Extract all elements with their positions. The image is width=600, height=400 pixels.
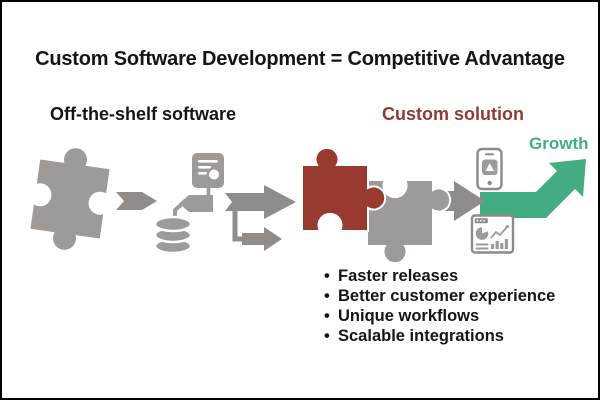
growth-arrow-icon [480, 159, 586, 218]
benefit-item: Unique workflows [324, 306, 555, 326]
benefit-item: Scalable integrations [324, 326, 555, 346]
branch-arrow-icon [225, 185, 296, 251]
puzzle-piece-icon [30, 148, 110, 250]
database-icon [153, 215, 193, 255]
benefits-list: Faster releases Better customer experien… [324, 266, 555, 346]
document-icon [192, 153, 224, 188]
chevron-arrow-icon [116, 192, 157, 210]
flow-connector [173, 188, 213, 219]
analytics-dashboard-icon [470, 214, 515, 254]
red-puzzle-piece-icon [301, 146, 387, 232]
benefit-item: Faster releases [324, 266, 555, 286]
page-title: Custom Software Development = Competitiv… [35, 48, 565, 70]
smartphone-app-icon [476, 147, 503, 191]
growth-label: Growth [529, 134, 589, 153]
benefit-item: Better customer experience [324, 286, 555, 306]
left-section-label: Off-the-shelf software [50, 104, 237, 124]
right-section-label: Custom solution [382, 104, 524, 124]
